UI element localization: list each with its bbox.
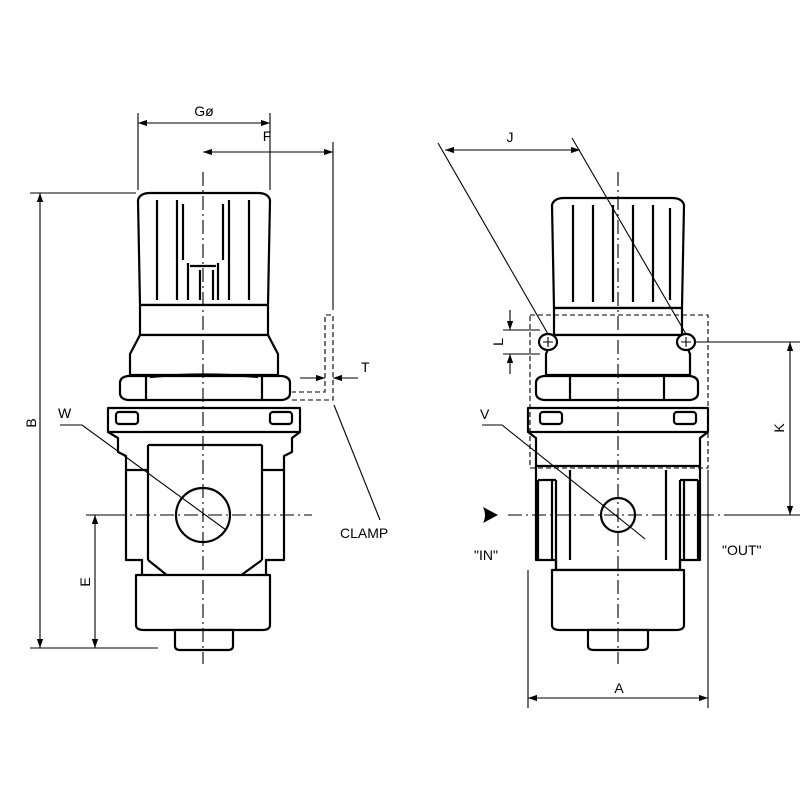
leader-w: W bbox=[58, 405, 227, 531]
clamp-outline bbox=[292, 314, 334, 401]
dimension-g-dia: Gø bbox=[137, 103, 271, 190]
bowl bbox=[134, 573, 272, 652]
bonnet bbox=[128, 333, 280, 377]
label-w: W bbox=[58, 405, 72, 421]
label-j: J bbox=[507, 129, 514, 145]
front-view: "IN" "OUT" J L K V bbox=[437, 129, 800, 708]
leader-v: V bbox=[480, 406, 646, 540]
label-a: A bbox=[614, 680, 624, 696]
dimension-b: B bbox=[23, 192, 158, 649]
dimension-j: J bbox=[437, 129, 687, 335]
label-f: F bbox=[263, 128, 272, 144]
front-lock-nut bbox=[534, 374, 700, 402]
label-out: "OUT" bbox=[722, 542, 762, 558]
dimension-k: K bbox=[695, 341, 800, 516]
dimension-f: F bbox=[203, 128, 334, 310]
label-l: L bbox=[490, 338, 506, 346]
mounting-outline bbox=[529, 314, 709, 469]
label-clamp: CLAMP bbox=[340, 525, 388, 541]
dimension-e: E bbox=[77, 514, 112, 648]
label-b: B bbox=[23, 418, 39, 427]
gauge-port-left bbox=[537, 332, 559, 352]
label-e: E bbox=[77, 577, 93, 586]
side-view: Gø F B E T W bbox=[23, 103, 388, 664]
leader-clamp: CLAMP bbox=[333, 404, 388, 541]
gauge-port-right bbox=[675, 332, 697, 352]
label-in: "IN" bbox=[474, 547, 498, 563]
label-v: V bbox=[480, 406, 490, 422]
lock-nut bbox=[118, 373, 292, 402]
dimension-l: L bbox=[490, 310, 540, 374]
flow-arrow-icon bbox=[483, 507, 498, 523]
label-g-dia: Gø bbox=[194, 103, 214, 119]
label-t: T bbox=[361, 359, 370, 375]
dimension-a: A bbox=[527, 470, 709, 708]
label-k: K bbox=[771, 423, 787, 433]
adjust-knob bbox=[136, 191, 272, 337]
dimension-t: T bbox=[300, 359, 370, 382]
